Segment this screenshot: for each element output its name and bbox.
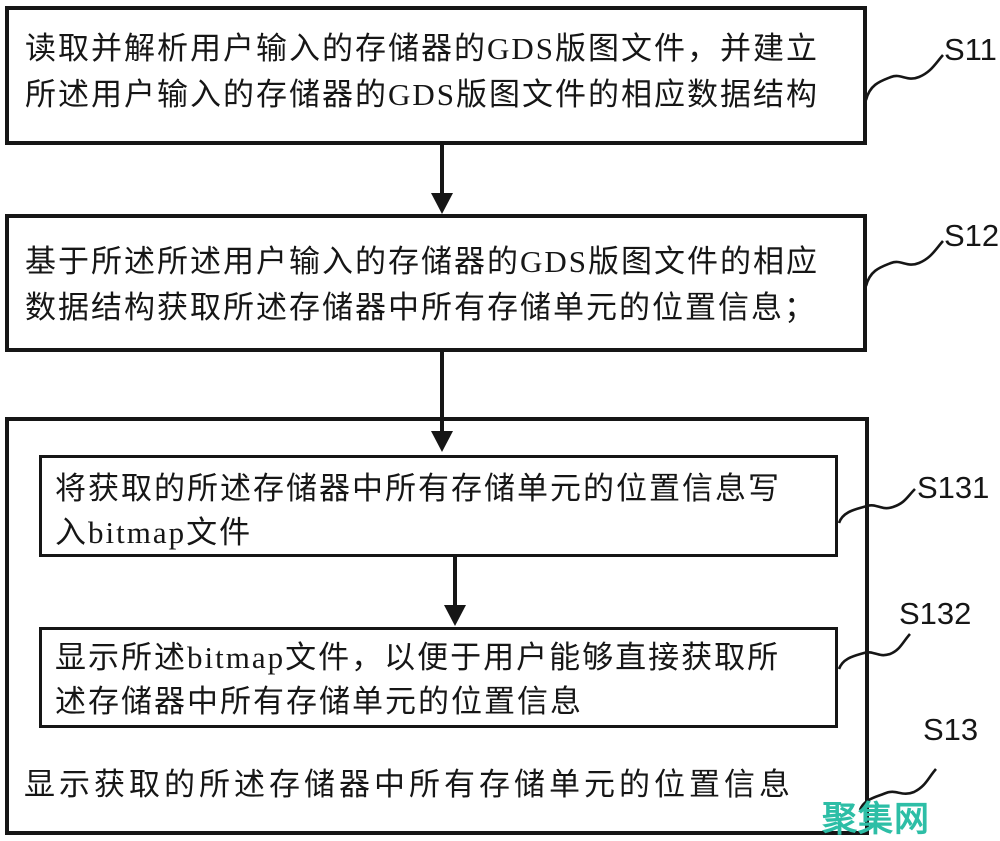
step-s132-text-line-1: 显示所述bitmap文件，以便于用户能够直接获取所 — [55, 640, 781, 675]
connector-squiggle-s11 — [864, 54, 944, 101]
step-label-s132: S132 — [899, 596, 972, 631]
step-s13-text: 显示获取的所述存储器中所有存储单元的位置信息 — [24, 767, 794, 802]
step-s12-text-line-2: 数据结构获取所述存储器中所有存储单元的位置信息； — [25, 290, 817, 325]
step-label-s13: S13 — [923, 712, 979, 747]
step-s11-text-line-2: 所述用户输入的存储器的GDS版图文件的相应数据结构 — [25, 77, 820, 112]
step-s11-text-line-1: 读取并解析用户输入的存储器的GDS版图文件，并建立 — [25, 31, 820, 66]
step-s132-text-line-2: 述存储器中所有存储单元的位置信息 — [55, 684, 583, 719]
step-label-s131: S131 — [917, 470, 990, 505]
step-label-s11: S11 — [944, 32, 997, 67]
step-label-s12: S12 — [944, 218, 1000, 253]
step-box-s132: 显示所述bitmap文件，以便于用户能够直接获取所 述存储器中所有存储单元的位置… — [39, 627, 838, 728]
step-s131-text-line-2: 入bitmap文件 — [55, 515, 253, 550]
step-box-s11: 读取并解析用户输入的存储器的GDS版图文件，并建立 所述用户输入的存储器的GDS… — [5, 6, 867, 145]
step-s12-text-line-1: 基于所述所述用户输入的存储器的GDS版图文件的相应 — [25, 244, 820, 279]
step-box-s12: 基于所述所述用户输入的存储器的GDS版图文件的相应 数据结构获取所述存储器中所有… — [5, 214, 867, 352]
watermark-text: 聚集网 — [822, 800, 931, 840]
step-s131-text-line-1: 将获取的所述存储器中所有存储单元的位置信息写 — [55, 471, 781, 506]
step-box-s131: 将获取的所述存储器中所有存储单元的位置信息写 入bitmap文件 — [39, 455, 838, 557]
connector-squiggle-s12 — [864, 240, 944, 287]
flow-arrow-s11-s12-head — [431, 193, 453, 214]
